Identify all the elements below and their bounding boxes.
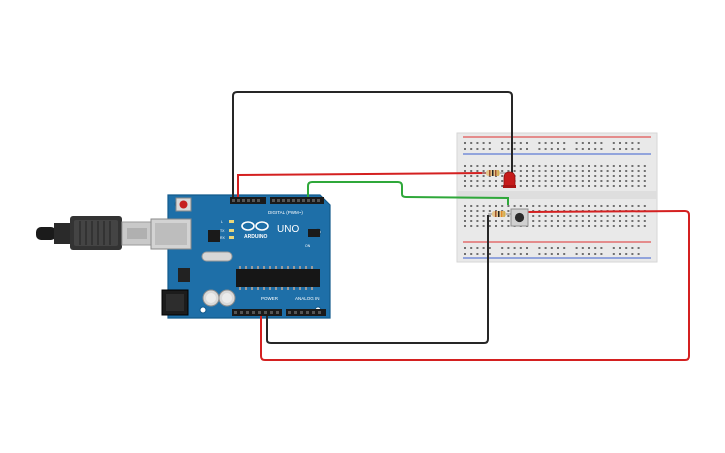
rx-label: RX (220, 236, 226, 240)
wire-red-5v-to-button[interactable] (260, 209, 690, 361)
wire-black-gnd-to-led[interactable] (232, 91, 513, 197)
red-led[interactable] (503, 171, 516, 188)
wire-green-pin-to-button[interactable] (307, 181, 509, 205)
power-header[interactable] (232, 309, 282, 316)
usb-cable[interactable] (36, 216, 153, 250)
capacitor-2 (218, 289, 236, 307)
analog-header[interactable] (286, 309, 326, 316)
wire-red-pin-to-resistor[interactable] (237, 172, 487, 197)
model-label: UNO (277, 224, 299, 235)
digital-label: DIGITAL (PWM~) (268, 210, 303, 215)
wire-black-gnd-to-button-resistor[interactable] (266, 215, 489, 344)
on-label: ON (305, 244, 311, 248)
breadboard[interactable] (456, 132, 658, 263)
reset-button[interactable] (175, 197, 192, 212)
power-label: POWER (261, 296, 279, 301)
l-label: L (221, 220, 223, 224)
pushbutton[interactable] (510, 208, 529, 227)
resistor-1[interactable] (482, 170, 506, 176)
digital-header[interactable] (230, 197, 324, 204)
resistor-2[interactable] (488, 211, 512, 217)
tx-label: TX (220, 229, 225, 233)
atmega-chip (236, 269, 320, 287)
analog-label: ANALOG IN (295, 296, 320, 301)
arduino-uno-board[interactable]: DIGITAL (PWM~) POWER ANALOG IN L TX RX O… (150, 194, 331, 319)
brand-label: ARDUINO (244, 234, 267, 240)
arduino-logo: ARDUINO (241, 221, 269, 240)
capacitor-1 (202, 289, 220, 307)
